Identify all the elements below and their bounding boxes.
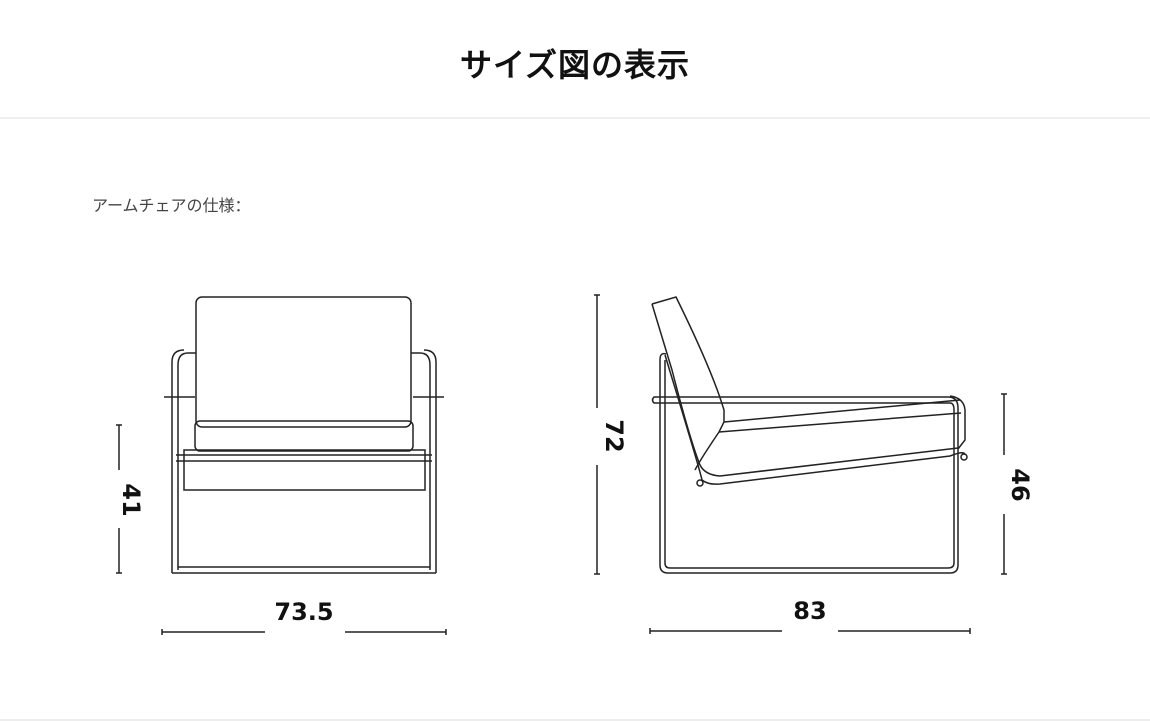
header-divider	[0, 117, 1150, 119]
arm-height-label: 46	[1006, 468, 1034, 501]
page-title: サイズ図の表示	[459, 46, 691, 84]
seat-height-label: 41	[117, 483, 145, 516]
depth-dimension	[649, 628, 971, 634]
total-height-dimension	[594, 294, 600, 575]
footer-divider	[0, 719, 1150, 721]
width-label: 73.5	[274, 598, 333, 626]
section-subtitle: アームチェアの仕様：	[92, 196, 251, 215]
total-height-label: 72	[600, 419, 628, 452]
depth-label: 83	[793, 597, 826, 625]
side-view-chair	[651, 296, 968, 574]
arm-height-dimension	[1001, 393, 1007, 575]
front-seat-height-dimension	[116, 424, 122, 574]
front-width-dimension	[161, 629, 447, 635]
front-view-chair	[164, 296, 444, 574]
